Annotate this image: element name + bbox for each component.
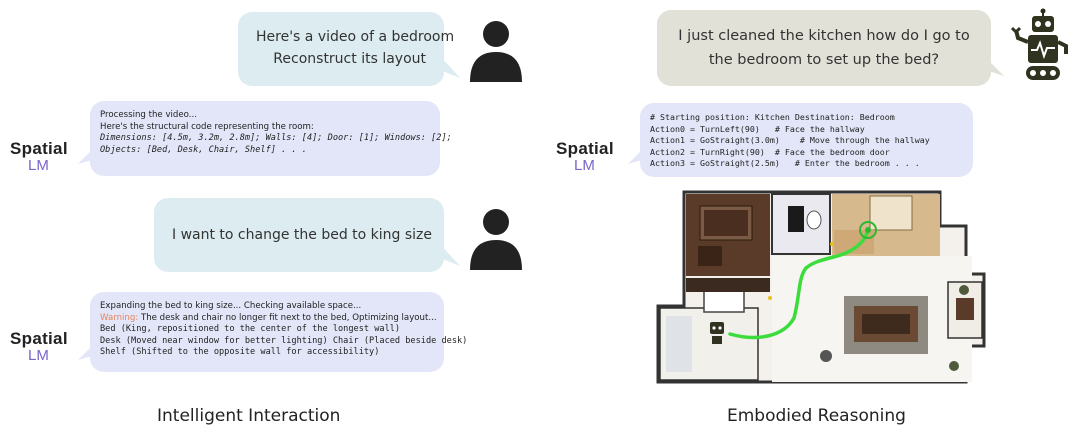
user-message-bubble-2: I want to change the bed to king size: [154, 198, 444, 272]
response-code-line: # Starting position: Kitchen Destination…: [650, 112, 895, 122]
bubble-tail: [440, 56, 460, 78]
response-code-line: Objects: [Bed, Desk, Chair, Shelf] . . .: [100, 144, 307, 155]
user-avatar-icon: [470, 209, 522, 270]
response-code-line: Action3 = GoStraight(2.5m) # Enter the b…: [650, 158, 920, 168]
response-code-line: Dimensions: [4.5m, 3.2m, 2.8m]; Walls: […: [100, 133, 452, 143]
spatiallm-logo: Spatial LM: [556, 139, 614, 174]
warning-label: Warning:: [100, 312, 139, 323]
bubble-tail: [986, 58, 1004, 76]
response-code-line: Action1 = GoStraight(3.0m) # Move throug…: [650, 135, 930, 145]
user-message-line: I want to change the bed to king size: [172, 227, 433, 243]
right-caption: Embodied Reasoning: [727, 406, 906, 426]
response-code-line: Action0 = TurnLeft(90) # Face the hallwa…: [650, 123, 865, 134]
response-line: Here's the structural code representing …: [100, 121, 314, 132]
robot-icon: [1010, 8, 1068, 80]
response-code-line: Shelf (Shifted to the opposite wall for …: [100, 347, 380, 357]
response-warning-line: Warning: The desk and chair no longer fi…: [100, 312, 437, 323]
response-line: Processing the video...: [100, 110, 197, 120]
spatiallm-response-bubble-3: # Starting position: Kitchen Destination…: [640, 103, 973, 177]
robot-message-bubble: I just cleaned the kitchen how do I go t…: [657, 10, 991, 86]
user-message-bubble-1: Here's a video of a bedroom Reconstruct …: [238, 12, 455, 86]
spatiallm-logo: Spatial LM: [10, 329, 68, 364]
response-code-line: Action2 = TurnRight(90) # Face the bedro…: [650, 146, 890, 157]
robot-message-line: the bedroom to set up the bed?: [708, 52, 940, 68]
bubble-tail: [78, 150, 92, 164]
response-line: Expanding the bed to king size... Checki…: [100, 301, 362, 311]
user-avatar-icon: [470, 21, 522, 82]
spatiallm-logo: Spatial LM: [10, 139, 68, 174]
response-code-line: Desk (Moved near window for better light…: [100, 335, 468, 346]
spatiallm-response-bubble-1: Processing the video... Here's the struc…: [90, 101, 452, 176]
bubble-tail: [628, 150, 642, 164]
robot-message-line: I just cleaned the kitchen how do I go t…: [678, 28, 970, 44]
spatiallm-response-bubble-2: Expanding the bed to king size... Checki…: [90, 292, 468, 372]
bubble-tail: [440, 244, 460, 266]
user-message-line: Here's a video of a bedroom: [256, 29, 455, 45]
left-caption: Intelligent Interaction: [157, 406, 341, 426]
user-message-line: Reconstruct its layout: [273, 51, 426, 67]
response-code-line: Bed (King, repositioned to the center of…: [100, 324, 401, 334]
bubble-tail: [78, 346, 92, 360]
floor-plan-image: [648, 186, 988, 384]
